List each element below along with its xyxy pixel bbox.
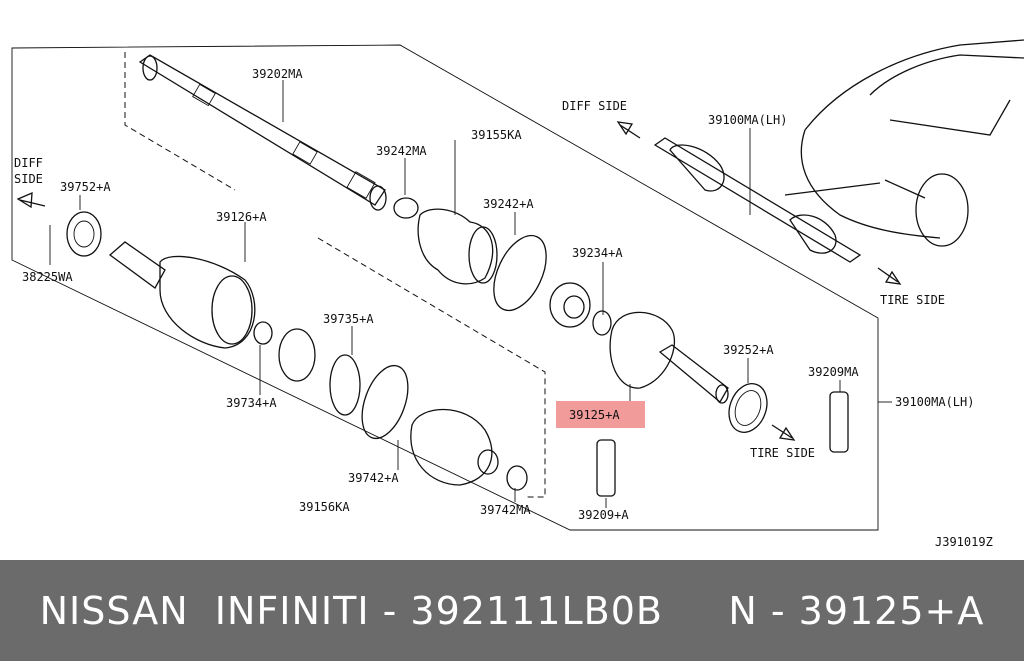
label-39125A: 39125+A (569, 408, 620, 422)
part-number-footer: NISSAN INFINITI - 392111LB0B N - 39125+A (0, 560, 1024, 661)
label-39234A: 39234+A (572, 246, 623, 260)
label-diff-side-top: DIFF SIDE (562, 99, 627, 113)
label-39742A: 39742+A (348, 471, 399, 485)
label-39742MA: 39742MA (480, 503, 531, 517)
label-39156KA: 39156KA (299, 500, 350, 514)
label-39100MA-top: 39100MA(LH) (708, 113, 787, 127)
label-39100MA-right: 39100MA(LH) (895, 395, 974, 409)
label-39209MA: 39209MA (808, 365, 859, 379)
label-39209A: 39209+A (578, 508, 629, 522)
label-diff-side-left-1: DIFF (14, 156, 43, 170)
dashed-group-top (124, 52, 236, 191)
label-39252A: 39252+A (723, 343, 774, 357)
outer-cv-joint (609, 311, 768, 433)
arrow-diff-side-left (16, 191, 46, 209)
leader-lines (49, 80, 892, 508)
exploded-view-drawing: 39202MA 39242MA 39155KA 39242+A 39234+A … (11, 39, 1024, 549)
label-39242A: 39242+A (483, 197, 534, 211)
label-39126A: 39126+A (216, 210, 267, 224)
footer-part-numbers: NISSAN INFINITI - 392111LB0B N - 39125+A (39, 588, 985, 633)
part-39209MA (829, 391, 849, 453)
assembly-outline (11, 44, 879, 531)
arrow-diff-side-top (616, 121, 641, 139)
part-39209A (596, 439, 616, 497)
dashed-group-bottom (317, 237, 546, 498)
diagram-code: J391019Z (935, 535, 993, 549)
arrow-tire-side-bottom (771, 424, 796, 441)
label-diff-side-left-2: SIDE (14, 172, 43, 186)
arrow-tire-side-right (877, 267, 902, 285)
parts-diagram: 39202MA 39242MA 39155KA 39242+A 39234+A … (11, 39, 1024, 549)
label-39202MA: 39202MA (252, 67, 303, 81)
label-tire-side-bottom: TIRE SIDE (750, 446, 815, 460)
label-39242MA: 39242MA (376, 144, 427, 158)
label-tire-side-right: TIRE SIDE (880, 293, 945, 307)
label-39752A: 39752+A (60, 180, 111, 194)
inner-cv-housing (66, 211, 528, 491)
label-38225WA: 38225WA (22, 270, 73, 284)
boot-39155KA (393, 197, 612, 336)
label-39734A: 39734+A (226, 396, 277, 410)
label-39155KA: 39155KA (471, 128, 522, 142)
highlight-39125A (556, 401, 645, 428)
shaft-39202MA (138, 54, 387, 211)
label-39735A: 39735+A (323, 312, 374, 326)
vehicle-outline (653, 39, 1024, 263)
